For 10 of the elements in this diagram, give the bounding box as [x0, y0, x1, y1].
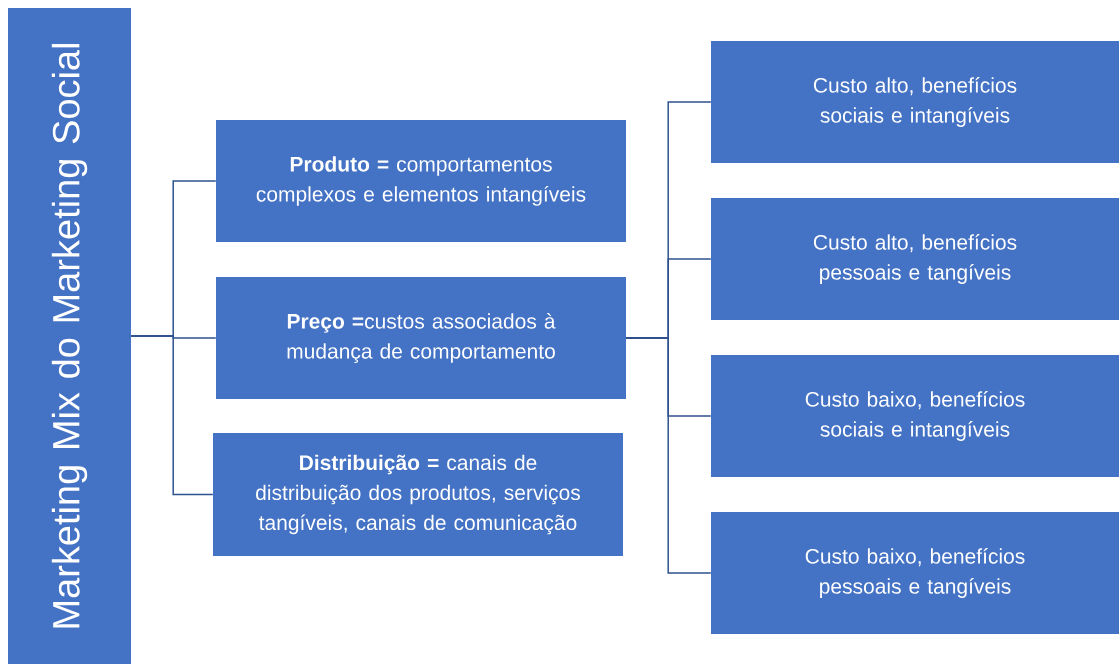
option-box: Custo baixo, benefícios pessoais e tangíveis — [711, 512, 1119, 634]
connector-line — [625, 337, 712, 574]
category-box: Distribuição = canais de distribuição dos produtos, serviços tangíveis, canais de comunicação — [213, 433, 623, 556]
option-box: Custo alto, benefícios sociais e intangíveis — [711, 41, 1119, 163]
option-box: Custo baixo, benefícios sociais e intangíveis — [711, 355, 1119, 477]
vertical-title-box: Marketing Mix do Marketing Social — [8, 8, 131, 664]
category-box: Preço =custos associados à mudança de comportamento — [216, 277, 626, 399]
connector-line — [130, 335, 214, 496]
category-box: Produto = comportamentos complexos e elementos intangíveis — [216, 120, 626, 242]
option-box: Custo alto, benefícios pessoais e tangíveis — [711, 198, 1119, 320]
